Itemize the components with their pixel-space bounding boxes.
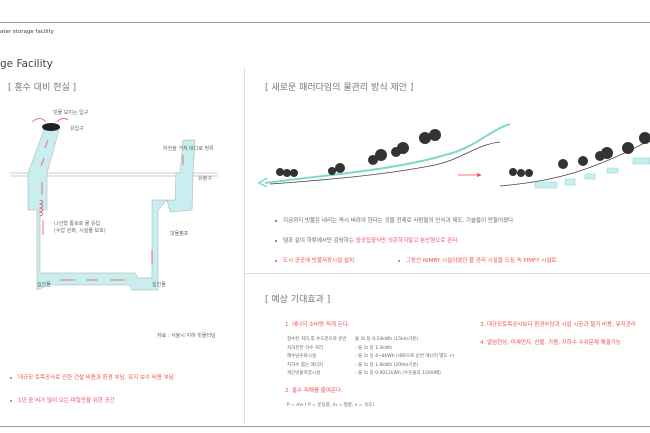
label-inflow: 유입구: [70, 126, 84, 132]
effects-section-title: [ 예상 기대효과 ]: [265, 295, 331, 305]
label-pool-right: 집진물: [152, 282, 166, 288]
label-pump: 빗물펌프: [170, 231, 189, 237]
landscape-illustration: [257, 123, 650, 189]
left-bullet-2: 1년 중 비가 많이 오는 며칠만을 위한 공간: [10, 396, 115, 404]
energy-row-value: : 물 1t 당 1.2kWh: [355, 345, 393, 351]
left-bullet-1: 대규모 토목공사로 인한 건설 비용과 환경 부담, 유지 보수 비용 부담: [10, 373, 174, 381]
energy-row-value: : 물 1t 당 1.0kWh (200m기준): [355, 362, 419, 368]
flood-section-title: [ 홍수 대비 현실 ]: [8, 83, 77, 93]
energy-row-value: 물 1t 당 0.24kWh (15km기준): [355, 337, 419, 342]
label-spiral: 나선형 통로로 물 유입: [54, 221, 101, 227]
page-subtitle: ater storage facility: [0, 29, 54, 35]
energy-row-label: 정수된 처리 후 수도관으로 운반: [287, 337, 347, 342]
label-outflow: 유출구: [198, 176, 212, 182]
label-pool-left: 집진물: [37, 282, 51, 288]
label-inlet-top: 빗물 모이는 입구: [53, 110, 89, 116]
source-note: 자료 : 서울시 지하 빗물터널: [157, 333, 216, 339]
effect-item-3: 3. 대규모토목공사보다 환경부담과 시설 시공과 철거 비용, 유지관리: [480, 322, 636, 328]
paradigm-red-bullet-1: 도시 곳곳에 빗물저장시설 설치.: [275, 256, 356, 264]
energy-row-label: 지하수 뽑는 에너지: [287, 362, 323, 368]
effect-item-2: 2. 홍수 피해를 줄여준다.: [285, 388, 343, 394]
energy-row-label: 해수담수화시설: [287, 354, 316, 359]
energy-row-label: 지하분한 하수 처리: [287, 345, 323, 351]
vertical-divider: [244, 68, 245, 425]
paradigm-bullet-1: 지금까지 빗물은 내리는 즉시 버려야 한다는 것을 전제로 사람들의 인식과 …: [275, 216, 515, 224]
effect-item-1: 1. 에너지 소비량 적게 든다.: [285, 322, 350, 328]
momentum-formula: P = mv ( P = 운동량, m = 질량, v = 속도): [287, 403, 375, 408]
tunnel-diagram: [10, 118, 218, 291]
top-divider: [0, 22, 650, 23]
energy-row-value: : 물 1t 당 0.0012kWh (수돗물의 1/200배): [355, 371, 441, 376]
energy-row-label: 개인빗물저장시설: [287, 371, 321, 376]
energy-row-value: : 물 1t 당 4~8kWh (새로으로 운반 에너지 별도 +): [355, 354, 455, 359]
page-title: ge Facility: [0, 58, 53, 70]
effect-item-4: 4. 열섬현상, 미세먼지, 산불, 가뭄, 지하수 수위문제 해결가능: [480, 340, 621, 346]
label-spiral-note: (수압 완화, 시설물 보호): [54, 228, 106, 234]
paradigm-section-title: [ 새로운 패러다임의 물관리 방식 제안 ]: [265, 83, 414, 93]
bottom-divider: [0, 426, 650, 427]
paradigm-bullet-2: 댐과 같이 하류에서만 감당하는 중앙집중식만 의존하지말고 분산형으로 관리.: [275, 236, 459, 244]
energy-table: 정수된 처리 후 수도관으로 운반 물 1t 당 0.24kWh (15km기준)…: [287, 336, 455, 376]
section-divider: [245, 273, 650, 274]
label-river: 하천을 거쳐 바다로 방류: [163, 146, 214, 152]
paradigm-red-bullet-2: 그동안 NIMBY 시설이였던 물 관리 시설을 도심 속 PIMFY 시설로.: [398, 256, 558, 264]
